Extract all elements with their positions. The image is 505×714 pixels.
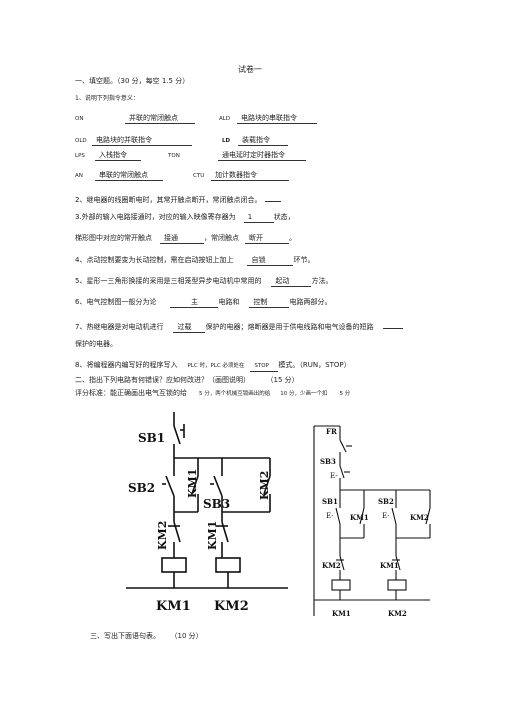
label-fr: FR [326,427,337,436]
label-sb1-right: SB1 [322,497,338,506]
section1-heading: 一、填空题。（30 分，每空 1.5 分） [75,77,190,85]
label-coil-km2-right: KM2 [388,609,407,618]
label-e-sb3: E- [330,472,338,480]
label-km2-nc-right: KM2 [322,561,341,570]
q3-line2: 梯形图中对应的常开触点接通，常闭触点断开。 [75,234,296,244]
q7-text: 7、热继电器是对电动机进行过载保护的电器；熔断器是用于供电线路和电气设备的短路 [75,321,404,333]
label-sb3: SB3 [203,497,230,511]
label-km1-right: KM1 [350,513,369,522]
section3-heading: 三、写出下面语句表。（10 分） [90,632,203,640]
section2-heading: 二、指出下列电路有何错误？应如何改进？（画图说明）（15 分） [75,376,299,384]
q2-text: 2、继电器的线圈断电时，其常开触点断开，常闭触点闭合。 [75,194,282,204]
label-sb3-right: SB3 [320,457,336,466]
label-km2-nc: KM2 [156,521,169,550]
label-km1-nc-right: KM1 [380,561,399,570]
label-km1-contact: KM1 [186,469,199,498]
label-sb2-right: SB2 [378,497,394,506]
label-coil-km1-right: KM1 [332,609,351,618]
q7-text-b: 保护的电器。 [75,340,117,348]
label-coil-km2: KM2 [214,599,249,614]
label-km2-right: KM2 [410,513,429,522]
page-title: 试卷一 [238,65,262,74]
label-e-sb1: E- [326,512,334,520]
q4-text: 4、点动控制要变为长动控制，需在启动按钮上加上自锁环节。 [75,256,315,266]
q6-text: 6、电气控制图一般分为论主电路和控制电路两部分。 [75,298,332,308]
q5-text: 5、星形一三角形换接的采用是三相笼型异步电动机中常用的起动方法。 [75,277,333,287]
circuit-diagram-right: FR SB3 E- SB1 E- KM1 SB2 E- KM2 KM2 KM1 … [313,425,431,618]
label-e-sb2: E- [382,512,390,520]
label-coil-km1: KM1 [156,599,191,614]
label-sb2: SB2 [128,481,155,495]
label-km2-contact: KM2 [258,471,271,500]
label-km1-nc: KM1 [206,521,219,550]
circuit-diagram-left: SB1 SB2 SB3 KM1 KM2 KM2 KM1 KM1 KM2 [126,412,288,614]
q1-text: 1、说明下列指令意义： [75,95,139,102]
label-sb1: SB1 [138,431,165,445]
